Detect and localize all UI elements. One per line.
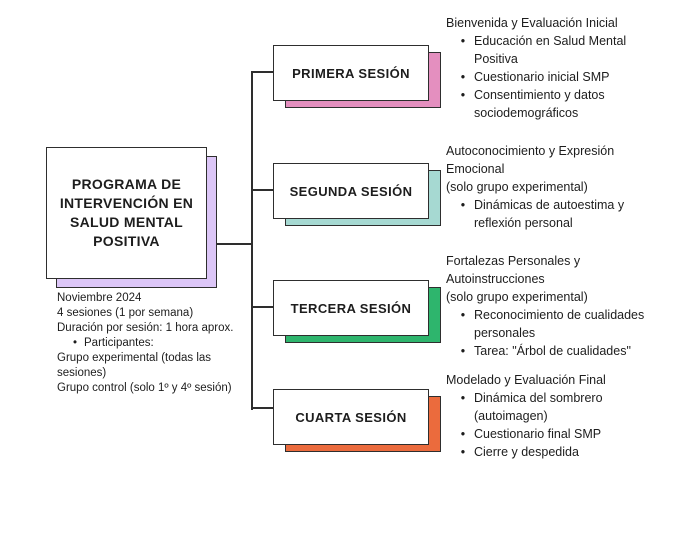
session-3-heading: Fortalezas Personales y Autoinstruccione… <box>446 254 588 304</box>
list-item: • Cuestionario inicial SMP <box>446 68 690 86</box>
connector-branch-1 <box>252 71 273 73</box>
connector-trunk-line <box>251 71 253 410</box>
session-2-bullet-1: Dinámicas de autoestima y reflexión pers… <box>474 198 625 230</box>
session-3-bullet-2: Tarea: "Árbol de cualidades" <box>474 344 631 358</box>
session-4-box: CUARTA SESIÓN <box>273 389 429 445</box>
session-3-detail: Fortalezas Personales y Autoinstruccione… <box>446 252 690 360</box>
session-1-bullet-2: Cuestionario inicial SMP <box>474 70 610 84</box>
session-2-detail: Autoconocimiento y Expresión Emocional (… <box>446 142 690 232</box>
list-item: • Cuestionario final SMP <box>446 425 690 443</box>
bullet-icon: • <box>460 70 466 84</box>
program-notes: Noviembre 2024 4 sesiones (1 por semana)… <box>57 291 262 396</box>
session-4-bullet-1: Dinámica del sombrero (autoimagen) <box>474 391 603 423</box>
session-4-detail: Modelado y Evaluación Final • Dinámica d… <box>446 371 690 461</box>
session-4-bullet-3: Cierre y despedida <box>474 445 579 459</box>
list-item: • Educación en Salud Mental Positiva <box>446 32 690 68</box>
list-item: • Dinámica del sombrero (autoimagen) <box>446 389 690 425</box>
session-4-heading: Modelado y Evaluación Final <box>446 373 606 387</box>
bullet-icon: • <box>460 391 466 405</box>
list-item: • Dinámicas de autoestima y reflexión pe… <box>446 196 690 232</box>
session-1-box: PRIMERA SESIÓN <box>273 45 429 101</box>
connector-branch-2 <box>252 189 273 191</box>
connector-branch-3 <box>252 306 273 308</box>
list-item: • Consentimiento y datos sociodemográfic… <box>446 86 690 122</box>
connector-main-line <box>216 243 252 245</box>
bullet-icon: • <box>460 445 466 459</box>
bullet-icon: • <box>460 308 466 322</box>
bullet-icon: • <box>72 337 78 349</box>
bullet-icon: • <box>460 198 466 212</box>
program-notes-top: Noviembre 2024 4 sesiones (1 por semana)… <box>57 292 234 334</box>
bullet-icon: • <box>460 344 466 358</box>
list-item: • Tarea: "Árbol de cualidades" <box>446 342 690 360</box>
participants-line: • Participantes: <box>57 336 262 351</box>
session-2-heading: Autoconocimiento y Expresión Emocional (… <box>446 144 615 194</box>
list-item: • Reconocimiento de cualidades personale… <box>446 306 690 342</box>
bullet-icon: • <box>460 427 466 441</box>
session-1-bullet-1: Educación en Salud Mental Positiva <box>474 34 627 66</box>
session-1-heading: Bienvenida y Evaluación Inicial <box>446 16 618 30</box>
main-program-box: PROGRAMA DE INTERVENCIÓN EN SALUD MENTAL… <box>46 147 207 279</box>
program-notes-bottom: Grupo experimental (todas las sesiones) … <box>57 352 232 394</box>
session-1-bullet-3: Consentimiento y datos sociodemográficos <box>474 88 605 120</box>
bullet-icon: • <box>460 34 466 48</box>
session-4-bullet-2: Cuestionario final SMP <box>474 427 602 441</box>
connector-branch-4 <box>252 407 273 409</box>
session-3-bullet-1: Reconocimiento de cualidades personales <box>474 308 645 340</box>
session-1-detail: Bienvenida y Evaluación Inicial • Educac… <box>446 14 690 122</box>
list-item: • Cierre y despedida <box>446 443 690 461</box>
session-3-box: TERCERA SESIÓN <box>273 280 429 336</box>
participants-label: Participantes: <box>84 337 154 349</box>
session-2-box: SEGUNDA SESIÓN <box>273 163 429 219</box>
bullet-icon: • <box>460 88 466 102</box>
